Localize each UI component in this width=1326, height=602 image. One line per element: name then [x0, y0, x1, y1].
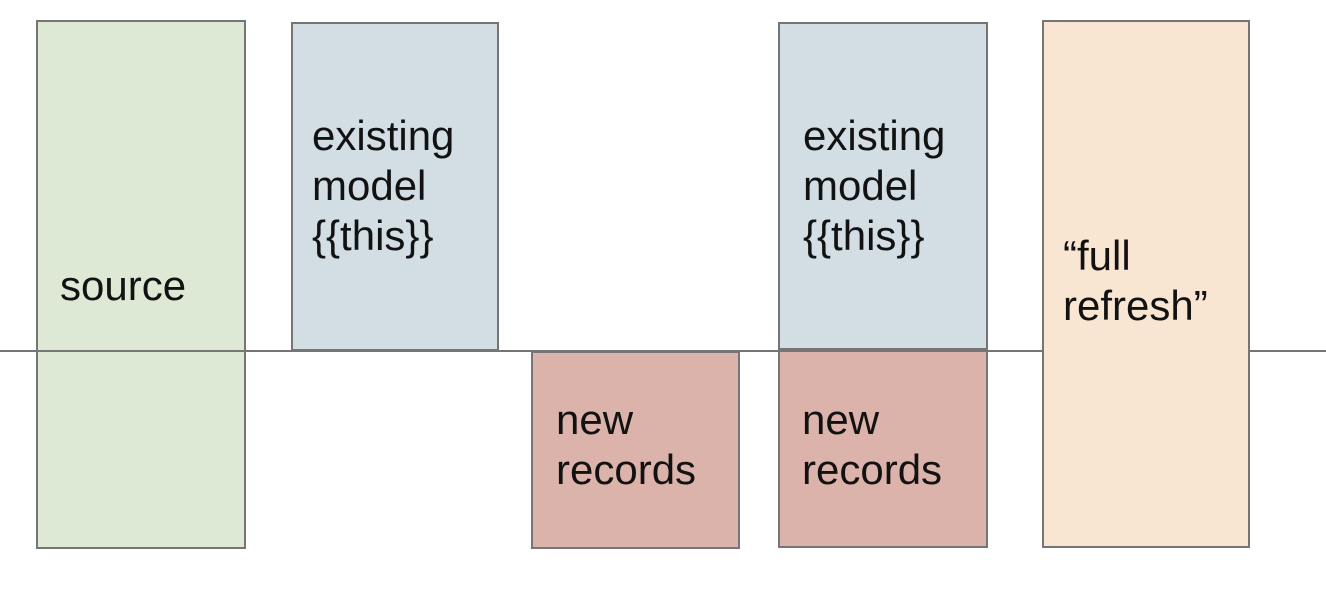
full-refresh-box-label: “full refresh”	[1063, 232, 1208, 329]
source-box: source	[36, 20, 246, 549]
new-records-box-2: new records	[778, 350, 988, 548]
existing-model-box-1-label: existing model {{this}}	[312, 112, 455, 259]
new-records-box-1-label: new records	[556, 396, 697, 493]
existing-model-box-2-label: existing model {{this}}	[803, 112, 946, 259]
new-records-box-2-label: new records	[802, 396, 943, 493]
existing-model-box-1: existing model {{this}}	[291, 22, 499, 351]
new-records-box-1: new records	[531, 351, 740, 549]
existing-model-box-2: existing model {{this}}	[778, 22, 988, 350]
source-box-label: source	[60, 262, 187, 309]
full-refresh-box: “full refresh”	[1042, 20, 1250, 548]
